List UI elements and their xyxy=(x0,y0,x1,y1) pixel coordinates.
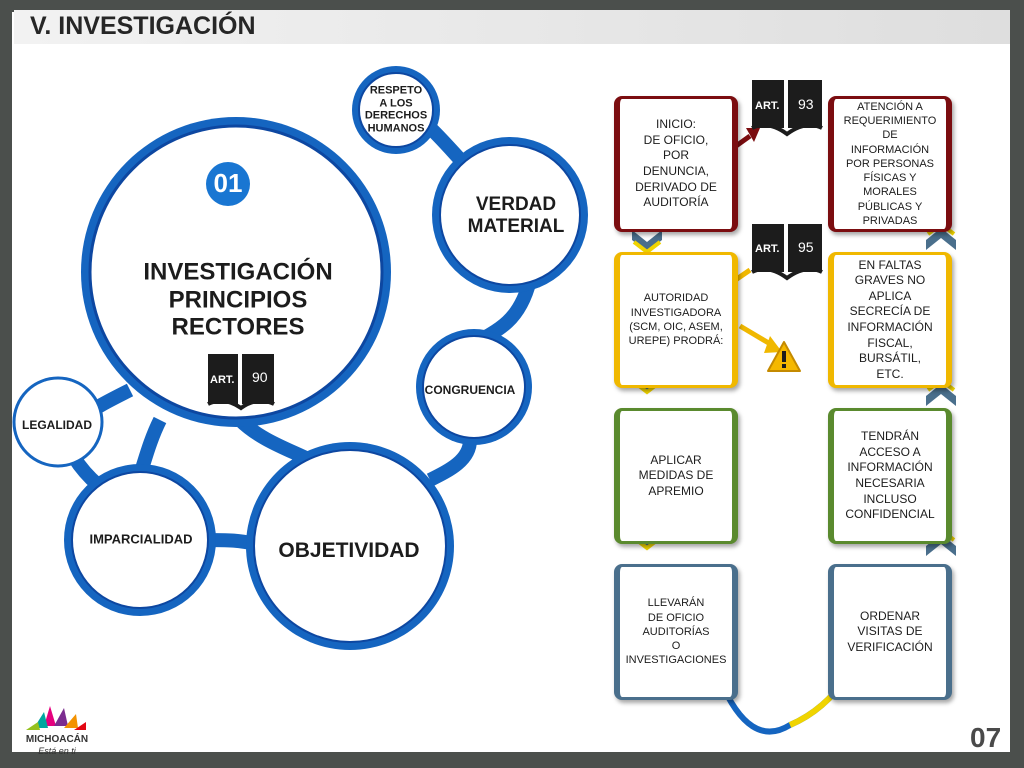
respeto-label: RESPETO A LOS DERECHOS HUMANOS xyxy=(364,84,428,135)
logo-name: MICHOACÁN xyxy=(25,734,89,745)
verdad-label: VERDAD MATERIAL xyxy=(467,194,565,237)
node-text: AUTORIDAD INVESTIGADORA (SCM, OIC, ASEM,… xyxy=(628,292,724,348)
flow-left-node-4: LLEVARÁN DE OFICIO AUDITORÍAS O INVESTIG… xyxy=(614,564,738,700)
principles-diagram xyxy=(12,66,588,650)
flow-left-node-2: AUTORIDAD INVESTIGADORA (SCM, OIC, ASEM,… xyxy=(614,252,738,388)
node-text: ATENCIÓN A REQUERIMIENTO DE INFORMACIÓN … xyxy=(843,100,937,228)
logo-slogan: Está en ti xyxy=(38,746,76,756)
page-title: V. INVESTIGACIÓN xyxy=(30,12,256,40)
title-bar xyxy=(14,10,1010,44)
book-icon xyxy=(751,80,823,137)
congruencia-label: CONGRUENCIA xyxy=(424,383,516,398)
verdad-circle xyxy=(439,144,581,286)
node-text: EN FALTAS GRAVES NO APLICA SECRECÍA DE I… xyxy=(847,257,933,381)
michoacan-logo: MICHOACÁN Está en ti xyxy=(16,700,98,758)
node-text: APLICAR MEDIDAS DE APREMIO xyxy=(638,452,714,498)
node-text: LLEVARÁN DE OFICIO AUDITORÍAS O INVESTIG… xyxy=(625,597,727,667)
imparcialidad-circle xyxy=(71,471,209,609)
legalidad-circle xyxy=(12,376,104,468)
art95-label: ART. xyxy=(755,243,780,255)
principles-main-title: INVESTIGACIÓN PRINCIPIOS RECTORES xyxy=(143,258,333,341)
flow-left-node-1: INICIO: DE OFICIO, POR DENUNCIA, DERIVAD… xyxy=(614,96,738,232)
warning-icon xyxy=(767,341,801,372)
flow-right-node-3: TENDRÁN ACCESO A INFORMACIÓN NECESARIA I… xyxy=(828,408,952,544)
node-text: ORDENAR VISITAS DE VERIFICACIÓN xyxy=(847,608,933,654)
respeto-circle xyxy=(358,72,434,148)
badge-circle xyxy=(206,162,250,206)
art93-label: ART. xyxy=(755,100,780,112)
logo-icon xyxy=(26,706,86,730)
flow-right-node-4: ORDENAR VISITAS DE VERIFICACIÓN xyxy=(828,564,952,700)
main-circle xyxy=(88,124,384,420)
page-number: 07 xyxy=(970,722,1002,753)
art90-label: ART. xyxy=(210,374,235,386)
flow-right-node-2: EN FALTAS GRAVES NO APLICA SECRECÍA DE I… xyxy=(828,252,952,388)
book-icon xyxy=(751,224,823,281)
node-text: TENDRÁN ACCESO A INFORMACIÓN NECESARIA I… xyxy=(845,429,935,522)
node-text: INICIO: DE OFICIO, POR DENUNCIA, DERIVAD… xyxy=(635,117,717,210)
art93-number: 93 xyxy=(798,96,814,112)
principle-badge: 01 xyxy=(213,168,243,199)
imparcialidad-label: IMPARCIALIDAD xyxy=(89,531,193,547)
flow-left-node-3: APLICAR MEDIDAS DE APREMIO xyxy=(614,408,738,544)
art90-number: 90 xyxy=(252,369,268,385)
art95-number: 95 xyxy=(798,239,814,255)
flow-right-node-1: ATENCIÓN A REQUERIMIENTO DE INFORMACIÓN … xyxy=(828,96,952,232)
congruencia-circle xyxy=(422,335,526,439)
objetividad-circle xyxy=(253,449,447,643)
legalidad-label: LEGALIDAD xyxy=(22,418,92,433)
book-icon xyxy=(207,354,275,411)
objetividad-label: OBJETIVIDAD xyxy=(278,538,420,562)
